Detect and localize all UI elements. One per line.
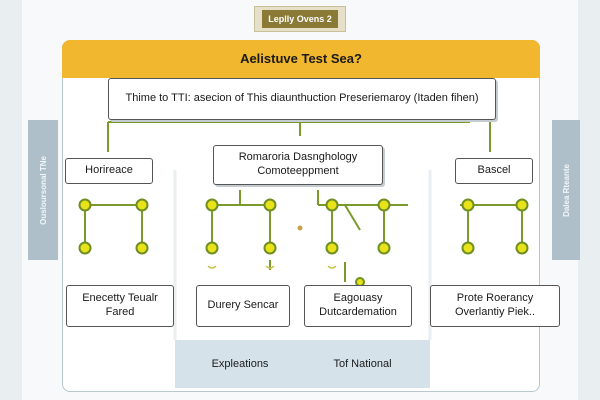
glyph-c3-a: [327, 265, 337, 269]
node-c4-b: [515, 198, 529, 212]
node-c3-c: [325, 241, 339, 255]
bottom-band-label-2: Tof National: [333, 358, 392, 370]
node-c3-b: [377, 198, 391, 212]
node-c2-c: [205, 241, 219, 255]
bottom-band: [175, 340, 430, 388]
node-label-left[interactable]: Horireace: [65, 158, 153, 184]
node-c3-a: [325, 198, 339, 212]
node-c3-d: [377, 241, 391, 255]
top-tab-label[interactable]: Leplly Ovens 2: [262, 10, 338, 28]
node-c4-c: [461, 241, 475, 255]
node-c4-d: [515, 241, 529, 255]
bottom-box-3[interactable]: Eagouasy Dutcardemation: [304, 285, 412, 327]
bottom-box-1[interactable]: Enecetty Teualr Fared: [66, 285, 174, 327]
node-c1-d: [135, 241, 149, 255]
marker-center: [297, 225, 303, 231]
glyph-c2-b: [265, 265, 275, 269]
bottom-box-2[interactable]: Durery Sencar: [196, 285, 290, 327]
bottom-band-label-1: Expleations: [211, 358, 269, 370]
diagram-header: Aelistuve Test Sea?: [62, 40, 540, 78]
node-c2-b: [263, 198, 277, 212]
glyph-c2-a: [207, 265, 217, 269]
node-c1-a: [78, 198, 92, 212]
main-description-box[interactable]: Thime to TTI: asecion of This diaunthuct…: [108, 78, 496, 120]
node-c2-a: [205, 198, 219, 212]
center-methodology-box[interactable]: Romaroria Dasnghology Comoteeppment: [213, 145, 383, 185]
node-c1-b: [135, 198, 149, 212]
node-c4-a: [461, 198, 475, 212]
node-c1-c: [78, 241, 92, 255]
bottom-box-4[interactable]: Prote Roerancy Overlantiy Piek..: [430, 285, 560, 327]
wire-c3-branch: [344, 204, 361, 231]
node-c2-d: [263, 241, 277, 255]
side-panel-left: Ousloursonal TNe: [28, 120, 58, 260]
node-label-right[interactable]: Bascel: [455, 158, 533, 184]
side-panel-right: Dalea Rteante: [552, 120, 580, 260]
